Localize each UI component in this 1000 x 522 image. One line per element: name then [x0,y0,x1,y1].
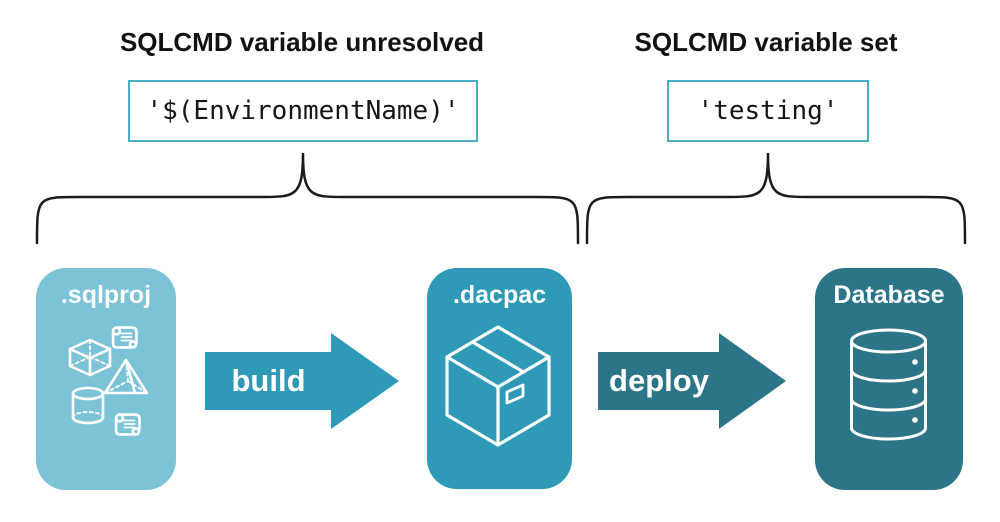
deploy-arrow-head-icon [719,333,786,429]
heading-resolved: SQLCMD variable set [634,27,898,57]
package-icon [445,325,551,447]
deploy-arrow: deploy [598,333,786,429]
database-card: Database [815,268,963,490]
sqlproj-label: .sqlproj [60,281,152,309]
code-text-resolved: 'testing' [697,96,839,126]
build-arrow-head-icon [331,333,399,429]
deploy-arrow-body: deploy [598,352,720,410]
database-label: Database [833,281,945,309]
code-box-resolved: 'testing' [667,80,869,142]
build-arrow-label: build [231,363,306,398]
dacpac-card: .dacpac [427,268,572,489]
database-icon [850,328,927,441]
build-arrow-body: build [205,352,332,410]
pyramid-icon [103,358,149,395]
code-text-unresolved: '$(EnvironmentName)' [146,96,460,126]
cube-icon [68,338,112,377]
scroll-icon [114,413,141,436]
code-box-unresolved: '$(EnvironmentName)' [128,80,478,142]
heading-unresolved: SQLCMD variable unresolved [119,27,485,57]
dacpac-label: .dacpac [452,281,547,309]
build-arrow: build [205,333,399,429]
left-brace [35,152,580,245]
cylinder-icon [71,386,105,425]
sqlproj-card: .sqlproj [36,268,176,490]
right-brace [585,152,967,245]
scroll-icon [111,326,138,349]
sql-objects-icon [68,326,149,436]
deploy-arrow-label: deploy [609,363,709,398]
